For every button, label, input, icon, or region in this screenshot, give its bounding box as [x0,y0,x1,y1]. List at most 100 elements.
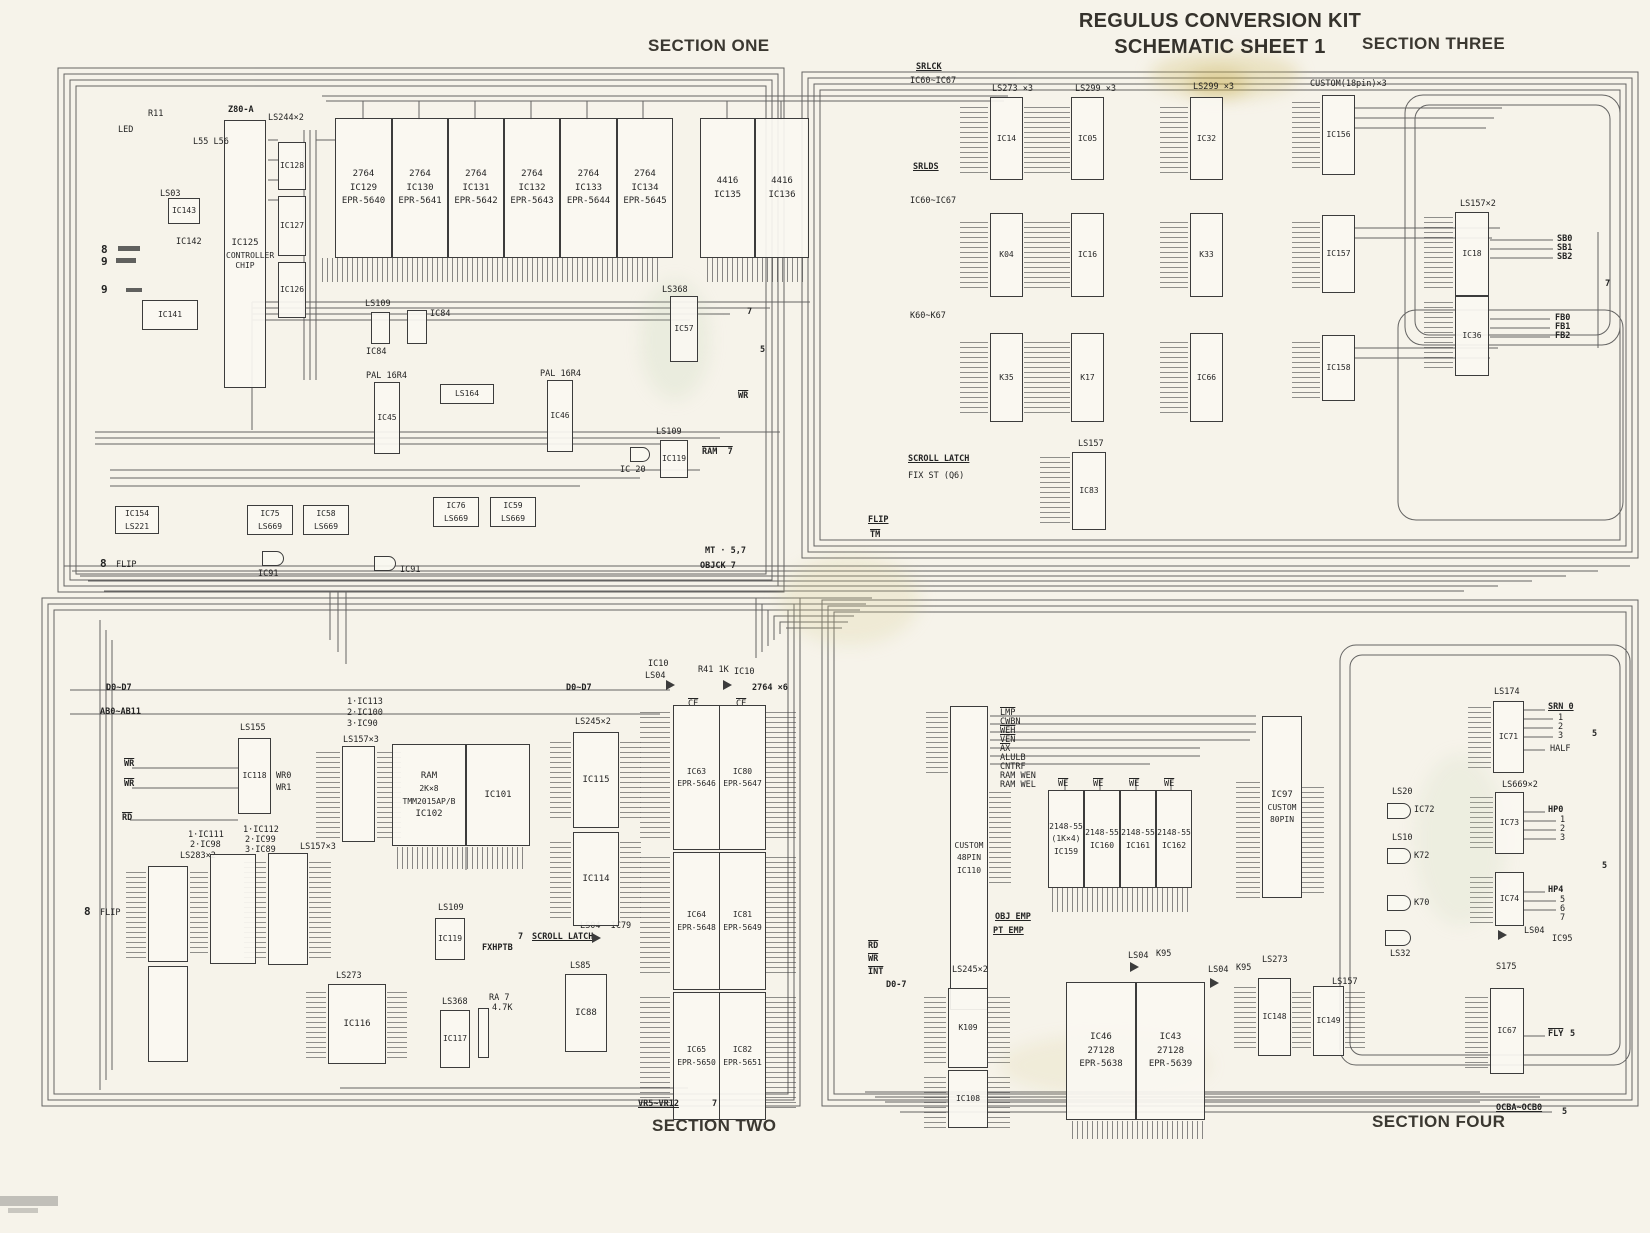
chip-ic74: IC74 [1495,872,1524,926]
chip-ic159: 2148-55 (1K×4) IC159 [1048,790,1084,888]
hp1-label: 1 [1560,815,1566,825]
chip-name: IC14 [996,133,1017,143]
ram-line: 2K×8 [419,784,439,794]
sb0-label: SB0 [1557,234,1573,244]
pin-cwbn: CWBN [1000,717,1021,727]
buffer-bank-label: LS244×2 [268,113,304,123]
ic142-label: IC142 [176,237,202,247]
note-ic99: 2·IC99 [245,835,276,845]
chip-ic135: 4416 IC135 [700,118,755,258]
chip-part: 2148-55 [1049,822,1083,832]
chip-ic73: IC73 [1495,792,1524,854]
wr1-label: WR1 [276,783,292,793]
nand-gate-icon [1387,803,1411,819]
chip-code: EPR-5649 [723,922,762,932]
chip-ic59: IC59 LS669 [490,497,536,527]
hp5-label: 5 [1560,895,1566,905]
chip-ic129: 2764 IC129 EPR-5640 [335,118,392,258]
chip-name: IC127 [279,221,305,231]
chip-family: LS221 [124,521,150,531]
ic72-label: IC72 [1414,805,1435,815]
z80-label: Z80-A [228,105,254,115]
ic84a-label: IC84 [366,347,387,357]
chip-name: IC149 [1316,1016,1341,1026]
wr2-signal-label: WR [124,779,135,789]
inv1-label: LS04 [645,671,666,681]
chip-name: IC118 [242,771,267,781]
chip-ic18: IC18 [1455,212,1489,296]
mux1-label: LS157×3 [343,735,379,745]
chip-ic162: 2148-55 IC162 [1156,790,1192,888]
pin-alulb: ALULB [1000,753,1026,763]
k95a-label: K95 [1156,949,1172,959]
chip-sub: (1K×4) [1051,834,1081,844]
vr-range-label: VR5~VR12 [638,1099,679,1109]
chip-adder-b [148,966,188,1062]
chip-ic125-z80: IC125 CONTROLLER CHIP [224,120,275,388]
chip-code: EPR-5651 [723,1057,762,1067]
pin-weh: WEH [1000,726,1016,736]
d0-d7-bus-label: D0~D7 [106,683,132,693]
chip-name: IC83 [1079,486,1099,496]
chip-mux-column [342,746,375,842]
resistor-pack [478,1008,489,1058]
hp6-label: 6 [1560,904,1566,914]
chip-k04: K04 [990,213,1023,297]
chip-ic88: IC88 [565,974,607,1052]
chip-name: IC81 [732,910,753,920]
chip-ic43: IC43 27128 EPR-5639 [1136,982,1205,1120]
srn3-label: 3 [1558,731,1564,741]
chip-name: IC119 [661,454,687,464]
ce-label-2: CE [736,699,747,709]
inverter-icon [1130,962,1139,972]
chip-desc: CONTROLLER CHIP [226,251,275,270]
chip-name: IC132 [518,182,546,193]
section-one-label: SECTION ONE [648,36,770,55]
chip-ic81: IC81 EPR-5649 [719,852,766,990]
scroll-latch-ref: 7 [518,932,524,942]
section-four-label: SECTION FOUR [1372,1112,1506,1131]
ic10b-label: IC10 [734,667,755,677]
ram-line: TMM2015AP/B [402,796,456,806]
chip-ic64: IC64 EPR-5648 [673,852,720,990]
net7-label: 7 [747,307,753,317]
ls109-label-s2: LS109 [438,903,464,913]
page-ref-9: 9 [101,255,108,268]
chip-name: IC136 [768,189,796,200]
pal2-label: PAL 16R4 [540,369,581,379]
nand-gate-icon [1387,895,1411,911]
chip-ic143: IC143 [168,198,200,224]
obj-emp-label: OBJ EMP [995,912,1031,922]
sheet-title-line1: REGULUS CONVERSION KIT [1078,10,1362,32]
ic95-label: IC95 [1552,934,1573,944]
chip-ic158: IC158 [1322,335,1355,401]
chip-code: EPR-5648 [677,922,716,932]
chip-desc: CUSTOM [1267,802,1297,812]
hp2-label: 2 [1560,824,1566,834]
chip-name: IC18 [1462,249,1482,259]
inverter-icon [592,933,601,943]
k72-label: K72 [1414,851,1430,861]
row1-range-label: IC60~IC67 [910,76,957,86]
chip-name: IC46 [550,411,570,421]
rd-signal-label: RD [122,813,133,823]
note-ic100: 2·IC100 [347,708,383,718]
chip-name: IC159 [1053,846,1079,856]
ls273-label: LS273 [336,971,362,981]
chip-code: EPR-5645 [623,196,667,207]
mux2-label: LS157×3 [300,842,336,852]
note-ic90: 3·IC90 [347,719,378,729]
chip-name: IC66 [1196,372,1217,382]
chip-part: 2148-55 [1157,828,1191,838]
chip-code: EPR-5641 [398,196,442,207]
chip-name: IC115 [582,774,610,785]
bracket-5b: 5 [1602,861,1608,871]
chip-ls164: LS164 [440,384,494,404]
chip-ic101: IC101 [466,744,530,846]
chip-name: IC114 [582,873,610,884]
chip-name: IC158 [1326,363,1351,373]
or-gate-icon [262,551,284,566]
chip-desc: 48PIN [956,853,982,863]
ic84b-label: IC84 [430,309,451,319]
